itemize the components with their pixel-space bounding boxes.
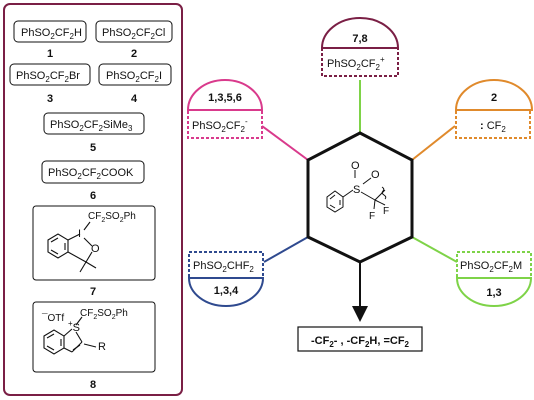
- node-upper-left-species: PhSO2CF2-: [192, 117, 248, 134]
- node-lower-right-species: PhSO2CF2M: [460, 260, 522, 274]
- reagent-box-2: [95, 20, 173, 43]
- reagent-panel: [3, 3, 183, 396]
- node-top-box: [321, 47, 399, 77]
- spoke-line-lower-left: [263, 236, 309, 263]
- structure-8-counter-ion: ¯OTf: [41, 312, 64, 324]
- central-hexagon: [306, 131, 414, 264]
- reagent-5-number: 5: [90, 142, 96, 154]
- structure-7-oxygen: O: [91, 243, 100, 255]
- structure-7: [47, 221, 97, 273]
- structure-7-label: CF2SO2Ph: [88, 211, 136, 224]
- structure-7-iodine: I: [78, 228, 81, 240]
- structure-8: [43, 316, 97, 355]
- reagent-1-formula: PhSO2CF2H: [21, 27, 82, 41]
- node-top-dome: [320, 17, 400, 49]
- node-lower-right-numbers: 1,3: [486, 287, 501, 299]
- center-fluorine-2: F: [383, 206, 389, 217]
- reagent-7-number: 7: [90, 286, 96, 298]
- reagent-8-number: 8: [90, 379, 96, 391]
- center-oxygen-1: O: [351, 160, 360, 172]
- reagent-5-formula: PhSO2CF2SiMe3: [50, 119, 133, 133]
- reagent-box-3: [9, 63, 91, 86]
- reagent-box-8: [32, 301, 156, 373]
- reagent-4-formula: PhSO2CF2I: [106, 70, 162, 84]
- reagent-box-5: [43, 112, 145, 135]
- node-top-numbers: 7,8: [352, 33, 367, 45]
- reagent-3-number: 3: [47, 93, 53, 105]
- reagent-box-1: [13, 20, 87, 43]
- reagent-box-6: [41, 160, 145, 184]
- center-sulfur: S: [353, 184, 360, 196]
- node-lower-left-numbers: 1,3,4: [214, 285, 239, 297]
- structure-8-substituent: R: [98, 341, 106, 353]
- reagent-2-formula: PhSO2CF2Cl: [102, 27, 165, 41]
- reagent-box-7: [32, 205, 156, 281]
- reagent-2-number: 2: [131, 48, 137, 60]
- node-upper-left-dome: [186, 79, 264, 111]
- node-lower-left-dome: [187, 277, 265, 307]
- product-box: [297, 326, 423, 352]
- reagent-6-formula: PhSO2CF2COOK: [48, 167, 134, 181]
- spoke-line-upper-right: [411, 125, 456, 161]
- center-fluorine-1: F: [369, 211, 375, 222]
- node-lower-right-dome: [455, 277, 533, 307]
- node-upper-right-box: [455, 109, 531, 139]
- structure-8-label: CF2SO2Ph: [80, 308, 128, 321]
- spoke-line-lower-right: [411, 236, 458, 263]
- reagent-3-formula: PhSO2CF2Br: [16, 70, 80, 84]
- central-molecule: [326, 170, 387, 213]
- center-oxygen-2: O: [371, 169, 380, 181]
- reagent-6-number: 6: [90, 190, 96, 202]
- node-lower-left-species: PhSO2CHF2: [193, 260, 254, 274]
- structure-8-sulfonium: +S: [68, 319, 80, 334]
- reagent-1-number: 1: [47, 48, 53, 60]
- node-upper-right-dome: [454, 79, 534, 111]
- node-upper-right-numbers: 2: [491, 92, 497, 104]
- node-top-species: PhSO2CF2+: [327, 55, 385, 72]
- node-upper-left-numbers: 1,3,5,6: [208, 92, 242, 104]
- node-upper-left-box: [187, 109, 263, 139]
- spoke-line-upper-left: [261, 125, 309, 161]
- product-text: -CF2- , -CF2H, =CF2: [311, 335, 410, 349]
- reagent-box-4: [98, 63, 172, 86]
- reagent-4-number: 4: [131, 93, 138, 105]
- node-upper-right-species: : CF2: [480, 120, 506, 134]
